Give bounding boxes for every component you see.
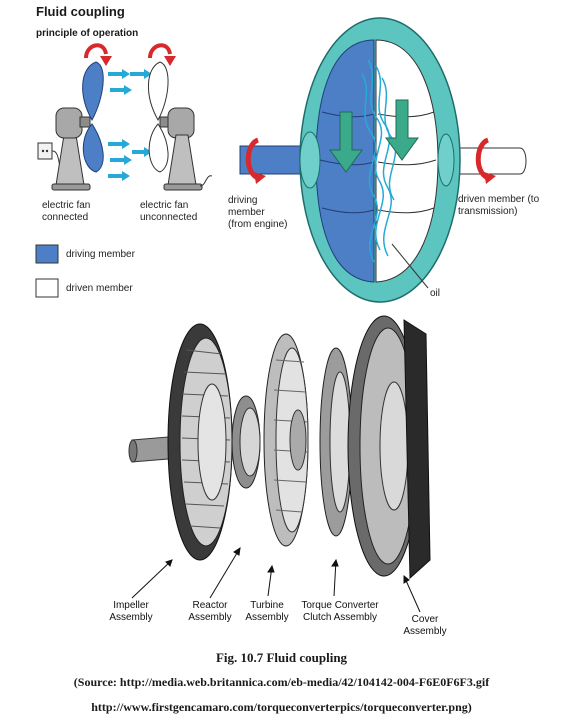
torque-converter-illustration — [128, 315, 431, 613]
fluid-coupling-illustration — [239, 17, 527, 303]
label-fan-unconnected: electric fan unconnected — [140, 200, 198, 223]
label-impeller-assembly: Impeller Assembly — [109, 600, 153, 623]
electric-fan-connected-illustration — [37, 43, 112, 191]
source-line-1: (Source: http://media.web.britannica.com… — [73, 675, 490, 689]
air-flow-arrows — [108, 69, 152, 181]
diagram-subtitle: principle of operation — [36, 28, 139, 39]
legend-driving-swatch — [35, 244, 59, 264]
label-cover-assembly: Cover Assembly — [403, 614, 447, 637]
label-fan-connected: electric fan connected — [42, 200, 91, 223]
diagram-title: Fluid coupling — [36, 4, 125, 19]
legend-driven-swatch — [35, 278, 59, 298]
legend-driven-label: driven member — [66, 283, 133, 294]
label-clutch-assembly: Torque Converter Clutch Assembly — [301, 600, 379, 623]
source-line-2: http://www.firstgencamaro.com/torqueconv… — [91, 700, 472, 714]
legend-driving-label: driving member — [66, 249, 135, 260]
figure-caption: Fig. 10.7 Fluid coupling — [215, 650, 348, 665]
electric-fan-unconnected-illustration — [147, 43, 213, 191]
label-driven-member: driven member (to transmission) — [458, 194, 540, 217]
label-driving-member: driving member (from engine) — [228, 195, 288, 230]
label-turbine-assembly: Turbine Assembly — [245, 600, 289, 623]
label-reactor-assembly: Reactor Assembly — [188, 600, 232, 623]
label-oil: oil — [430, 288, 441, 299]
